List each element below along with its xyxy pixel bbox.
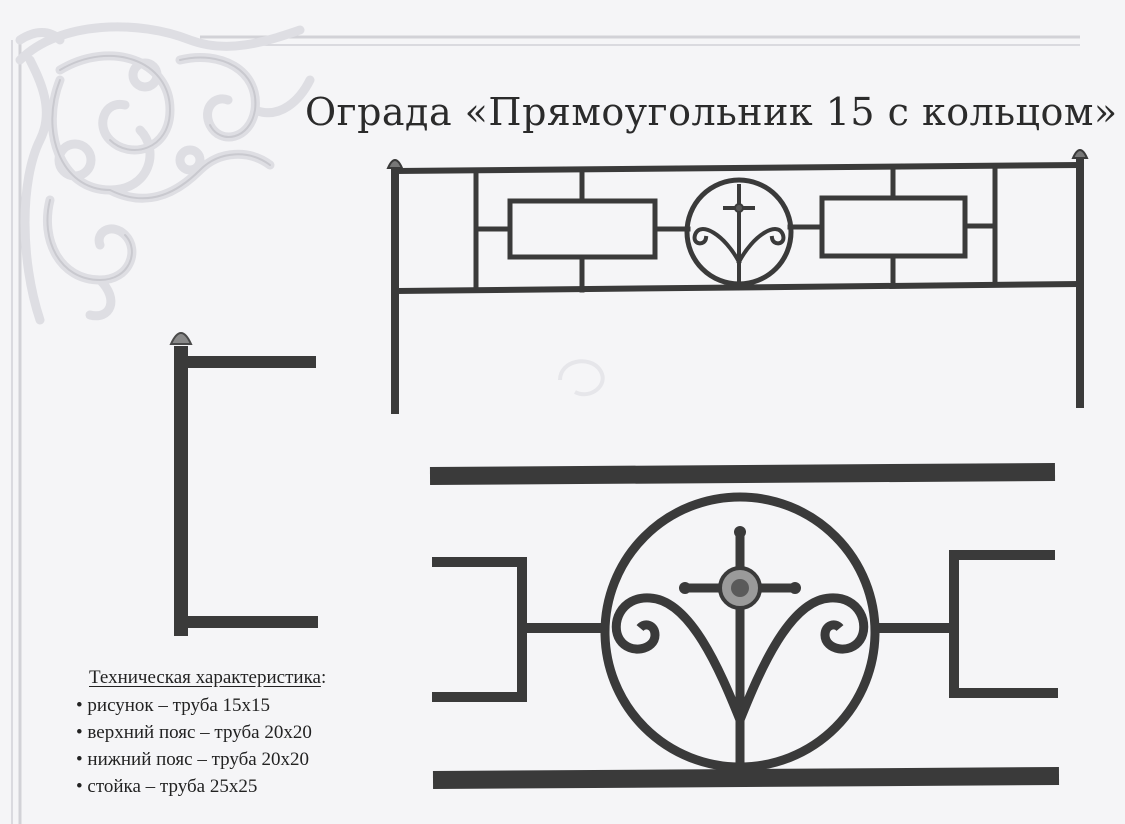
page-frame — [11, 35, 1080, 824]
specs-heading-colon: : — [320, 667, 327, 688]
ornamental-corner-icon — [15, 22, 315, 325]
fence-post-side-view — [169, 332, 318, 636]
watermark-scroll-icon — [558, 359, 605, 397]
spec-item-pattern: рисунок – труба 15х15 — [76, 692, 416, 719]
fence-section-detail — [429, 463, 1060, 789]
specs-list: рисунок – труба 15х15 верхний пояс – тру… — [76, 692, 416, 800]
fence-panel-drawing — [386, 149, 1089, 414]
spec-item-post: стойка – труба 25х25 — [76, 773, 416, 800]
spec-item-bottom-rail: нижний пояс – труба 20х20 — [76, 746, 416, 773]
specs-heading-text: Техническая характеристика — [89, 667, 321, 688]
specs-heading: Техническая характеристика: — [89, 664, 416, 691]
page-title: Ограда «Прямоугольник 15 с кольцом» — [305, 90, 1118, 134]
spec-item-top-rail: верхний пояс – труба 20х20 — [76, 719, 416, 746]
technical-specs: Техническая характеристика: рисунок – тр… — [76, 664, 416, 800]
